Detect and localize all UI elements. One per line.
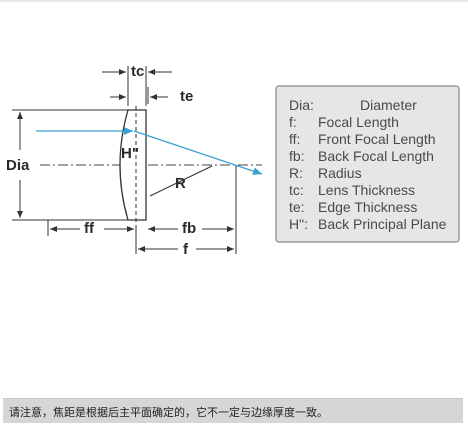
tc-label: tc (131, 63, 144, 80)
legend-key: tc: (289, 182, 304, 198)
legend-desc: Back Focal Length (318, 148, 434, 164)
legend: Dia: Diameter f: Focal Length ff: Front Focal… (275, 85, 460, 243)
te-label: te (180, 88, 193, 105)
legend-desc: Lens Thickness (318, 182, 415, 198)
legend-key: Dia: (289, 97, 314, 113)
f-label: f (183, 241, 189, 258)
h-label: H" (121, 145, 139, 162)
legend-key: ff: (289, 131, 300, 147)
legend-desc: Diameter (360, 97, 417, 113)
top-strip (0, 0, 468, 2)
r-label: R (175, 175, 186, 192)
fb-label: fb (182, 220, 196, 237)
dia-label: Dia (6, 157, 30, 174)
note-bar: 请注意，焦距是根据后主平面确定的，它不一定与边缘厚度一致。 (3, 398, 463, 423)
legend-box (275, 85, 460, 243)
legend-key: fb: (289, 148, 305, 164)
legend-key: te: (289, 199, 305, 215)
legend-key: R: (289, 165, 303, 181)
lens-shape (119, 109, 147, 221)
note-text: 请注意，焦距是根据后主平面确定的，它不一定与边缘厚度一致。 (9, 406, 328, 419)
legend-desc: Back Principal Plane (318, 216, 447, 232)
legend-desc: Radius (318, 165, 362, 181)
legend-key: f: (289, 114, 297, 130)
legend-desc: Focal Length (318, 114, 399, 130)
radius-line (149, 165, 213, 197)
legend-key: H": (289, 216, 308, 232)
legend-desc: Edge Thickness (318, 199, 417, 215)
legend-desc: Front Focal Length (318, 131, 436, 147)
ff-label: ff (84, 220, 95, 237)
refracted-ray (133, 130, 263, 175)
